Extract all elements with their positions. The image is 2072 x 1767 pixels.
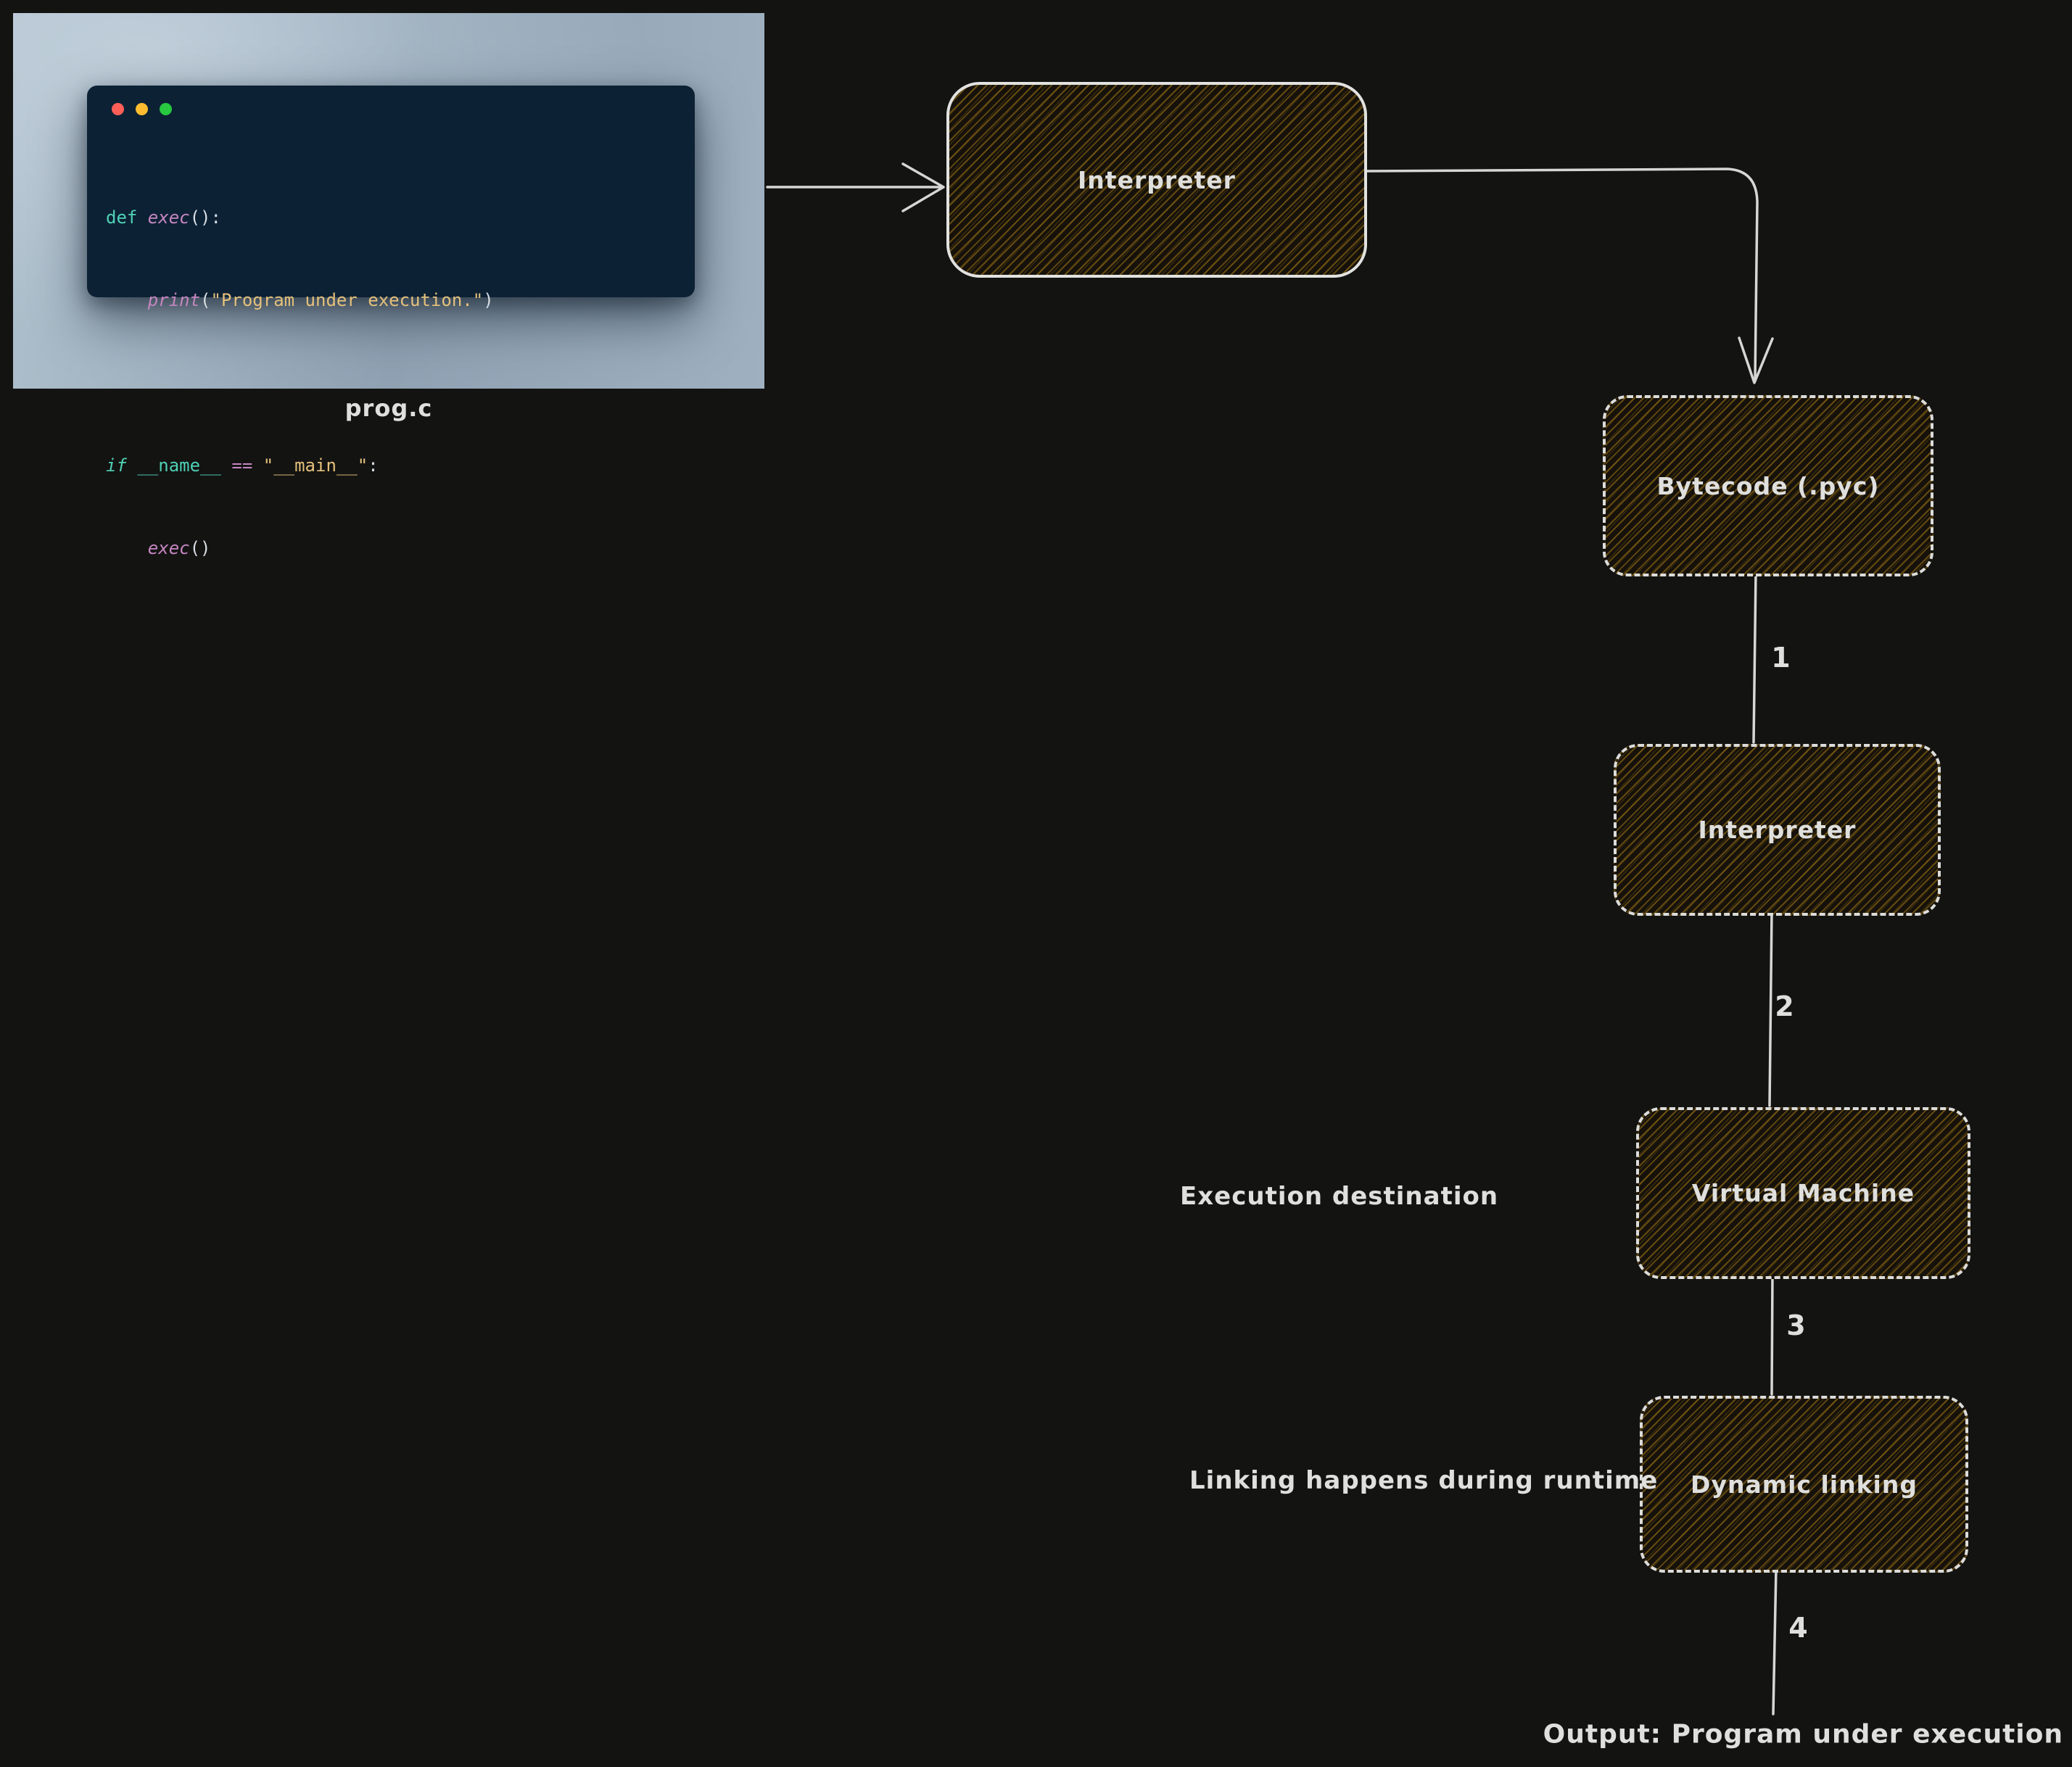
code-token: __name__ xyxy=(137,455,221,476)
close-window-icon xyxy=(112,103,124,115)
node-label: Interpreter xyxy=(1078,165,1236,194)
edge-interpreter-to-bytecode xyxy=(1361,167,1759,380)
code-line: print("Program under execution.") xyxy=(106,286,695,314)
code-editor-window: def exec(): print("Program under executi… xyxy=(87,86,695,558)
minimize-window-icon xyxy=(136,103,148,115)
code-token: ( xyxy=(200,290,211,310)
edge-step-number-1: 1 xyxy=(1771,642,1791,674)
code-token: () xyxy=(189,538,211,558)
arrowhead-down-icon xyxy=(1738,336,1774,384)
node-label: Dynamic linking xyxy=(1691,1470,1918,1499)
code-line: def exec(): xyxy=(106,204,695,231)
code-token: if xyxy=(106,455,138,476)
node-label: Virtual Machine xyxy=(1691,1179,1915,1207)
code-token: (): xyxy=(189,207,221,228)
code-token: def xyxy=(106,207,148,228)
code-token: exec xyxy=(147,207,190,228)
filename-label: prog.c xyxy=(344,394,433,422)
window-controls xyxy=(87,86,695,115)
code-token: "Program under execution." xyxy=(210,290,484,310)
python-code-block: def exec(): print("Program under executi… xyxy=(106,149,695,617)
edge-dynamic-linking-to-output xyxy=(1772,1567,1778,1716)
edge-step-number-4: 4 xyxy=(1788,1612,1809,1644)
code-line: if __name__ == "__main__": xyxy=(106,452,695,479)
node-label: Bytecode (.pyc) xyxy=(1656,471,1880,500)
code-token: : xyxy=(368,455,379,476)
code-token: "__main__" xyxy=(263,455,368,476)
annotation-output: Output: Program under execution xyxy=(1543,1719,2063,1750)
node-dynamic-linking: Dynamic linking xyxy=(1640,1396,1968,1573)
edge-step-number-2: 2 xyxy=(1775,990,1795,1022)
code-token: print xyxy=(147,290,201,310)
code-token: ) xyxy=(483,290,494,310)
annotation-execution-destination: Execution destination xyxy=(1180,1182,1499,1211)
edge-interpreter-to-vm xyxy=(1768,910,1773,1107)
annotation-linking-runtime: Linking happens during runtime xyxy=(1189,1466,1659,1495)
node-interpreter: Interpreter xyxy=(946,82,1367,278)
code-line: exec() xyxy=(106,534,695,562)
code-token: == xyxy=(220,455,263,476)
edge-bytecode-to-interpreter xyxy=(1752,571,1757,744)
node-interpreter-2: Interpreter xyxy=(1614,744,1941,916)
maximize-window-icon xyxy=(160,103,172,115)
arrowhead-right-icon xyxy=(901,162,945,212)
node-label: Interpreter xyxy=(1698,816,1857,844)
code-screenshot-panel: def exec(): print("Program under executi… xyxy=(13,13,764,558)
code-token: exec xyxy=(147,538,190,558)
node-virtual-machine: Virtual Machine xyxy=(1636,1107,1970,1279)
node-bytecode: Bytecode (.pyc) xyxy=(1603,395,1933,576)
edge-step-number-3: 3 xyxy=(1786,1309,1807,1341)
